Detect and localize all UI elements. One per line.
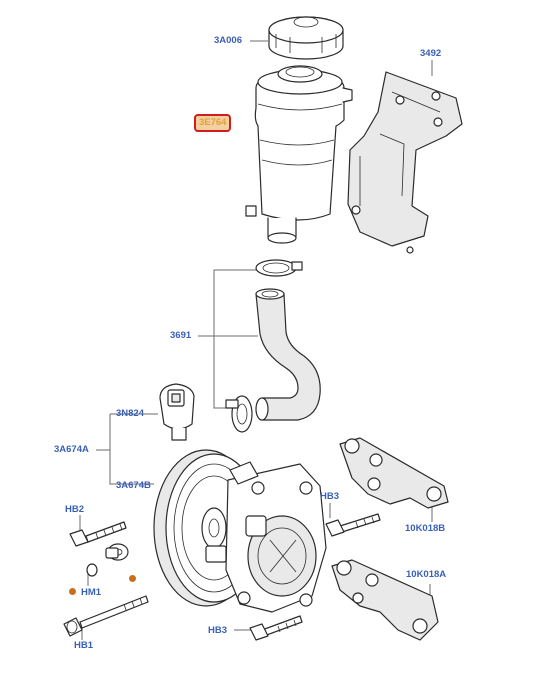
- reservoir-cap: [268, 16, 344, 60]
- callout-3a006[interactable]: 3A006: [214, 35, 242, 46]
- marker-dot-washer: [129, 575, 136, 582]
- hose-clamp-lower: [225, 395, 269, 433]
- callout-hb3-bottom[interactable]: HB3: [208, 625, 228, 636]
- pressure-switch: [159, 383, 195, 441]
- callout-hb3-right[interactable]: HB3: [320, 491, 340, 502]
- marker-dot-left: [69, 588, 76, 595]
- spacer-washer: [105, 543, 129, 561]
- callout-hb1[interactable]: HB1: [74, 640, 94, 651]
- hose-clamp-upper: [255, 259, 303, 277]
- callout-3691[interactable]: 3691: [170, 330, 192, 341]
- callout-3492[interactable]: 3492: [420, 48, 442, 59]
- callout-hm1[interactable]: HM1: [81, 587, 102, 598]
- callout-hb2[interactable]: HB2: [65, 504, 85, 515]
- fluid-reservoir: [245, 65, 353, 244]
- pump-bracket-lower: [331, 559, 439, 641]
- reservoir-bracket: [347, 71, 463, 254]
- callout-3e764-highlighted[interactable]: 3E764: [194, 114, 232, 132]
- bolt-hb3-right: [325, 513, 381, 537]
- bolt-hb1: [63, 595, 149, 637]
- clip-ring: [86, 563, 98, 577]
- callout-3n824[interactable]: 3N824: [116, 408, 144, 419]
- callout-3a674b[interactable]: 3A674B: [116, 480, 151, 491]
- pump-bracket-upper: [339, 437, 449, 509]
- bolt-hb3-bottom: [249, 615, 303, 641]
- steering-pump-body: [205, 461, 327, 613]
- callout-10k018b[interactable]: 10K018B: [405, 523, 446, 534]
- callout-10k018a[interactable]: 10K018A: [406, 569, 447, 580]
- bolt-hb2: [69, 521, 127, 547]
- callout-3a674a[interactable]: 3A674A: [54, 444, 89, 455]
